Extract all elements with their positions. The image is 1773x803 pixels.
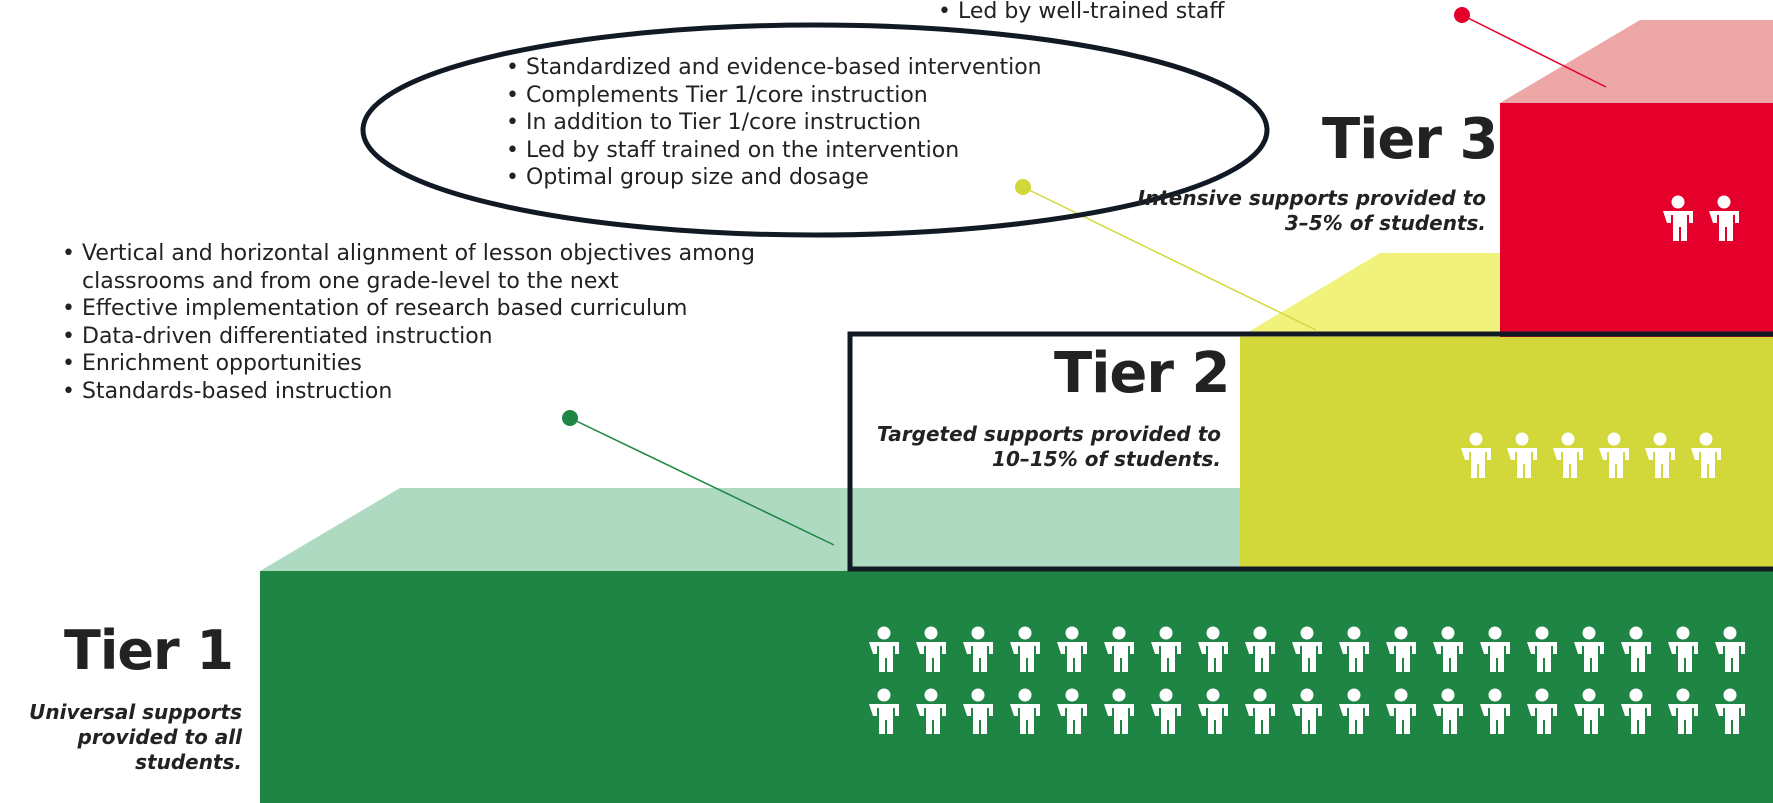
person-icon xyxy=(1245,626,1275,672)
tier3-marker-dot-icon xyxy=(1454,7,1470,23)
tier2-label-backing xyxy=(850,335,1240,487)
tier3-bullet-item: Led by well-trained staff xyxy=(936,0,1224,26)
tier1-description-line: Universal supports xyxy=(29,700,242,724)
person-icon xyxy=(963,688,993,734)
tier1-bullet-list: Vertical and horizontal alignment of les… xyxy=(60,240,755,405)
person-icon xyxy=(1010,688,1040,734)
tier2-description-line: 10–15% of students. xyxy=(992,447,1221,471)
person-icon xyxy=(1104,688,1134,734)
tier1-bullet-item: Vertical and horizontal alignment of les… xyxy=(60,240,755,268)
person-icon xyxy=(1433,688,1463,734)
tier3-description-line: 3–5% of students. xyxy=(1284,211,1486,235)
person-icon xyxy=(1645,432,1675,478)
person-icon xyxy=(869,688,899,734)
person-icon xyxy=(1553,432,1583,478)
tier2-connector-line xyxy=(1022,186,1317,331)
person-icon xyxy=(1621,688,1651,734)
person-icon xyxy=(1386,626,1416,672)
person-icon xyxy=(1668,688,1698,734)
person-icon xyxy=(916,626,946,672)
tier1-title: Tier 1 xyxy=(64,619,234,682)
tier1-step-front xyxy=(260,571,1773,803)
tier2-bullet-list: Standardized and evidence-based interven… xyxy=(504,54,1042,192)
person-icon xyxy=(1663,195,1693,241)
person-icon xyxy=(1507,432,1537,478)
tier1-connector-line xyxy=(569,417,835,546)
tier1-bullet-item: Data-driven differentiated instruction xyxy=(60,323,755,351)
person-icon xyxy=(1574,688,1604,734)
tier1-bullet-item: Enrichment opportunities xyxy=(60,350,755,378)
person-icon xyxy=(1668,626,1698,672)
tier2-description-line: Targeted supports provided to xyxy=(877,422,1221,446)
person-icon xyxy=(1245,688,1275,734)
person-icon xyxy=(1339,688,1369,734)
person-icon xyxy=(1621,626,1651,672)
tier2-bullet-item: Led by staff trained on the intervention xyxy=(504,137,1042,165)
person-icon xyxy=(1010,626,1040,672)
person-icon xyxy=(1461,432,1491,478)
tier2-bullet-item: Optimal group size and dosage xyxy=(504,164,1042,192)
tier3-connector-line xyxy=(1461,14,1607,88)
person-icon xyxy=(1433,626,1463,672)
tier1-bullet-item: Effective implementation of research bas… xyxy=(60,295,755,323)
person-icon xyxy=(1599,432,1629,478)
person-icon xyxy=(1151,688,1181,734)
person-icon xyxy=(1151,626,1181,672)
person-icon xyxy=(1386,688,1416,734)
person-icon xyxy=(1104,626,1134,672)
person-icon xyxy=(1057,688,1087,734)
tier3-step-top xyxy=(1500,20,1773,103)
person-icon xyxy=(1715,688,1745,734)
tier3-title: Tier 3 xyxy=(1322,107,1498,172)
person-icon xyxy=(1527,688,1557,734)
tier1-description-line: students. xyxy=(135,750,242,774)
person-icon xyxy=(1198,688,1228,734)
tier2-highlight-box xyxy=(847,331,1773,572)
person-icon xyxy=(1715,626,1745,672)
tier1-bullet-item: classrooms and from one grade-level to t… xyxy=(82,268,619,294)
person-icon xyxy=(1480,688,1510,734)
person-icon xyxy=(1574,626,1604,672)
tier3-description-line: Intensive supports provided to xyxy=(1137,186,1486,210)
person-icon xyxy=(1339,626,1369,672)
tier2-title: Tier 2 xyxy=(1054,341,1230,406)
tier2-description: Targeted supports provided to 10–15% of … xyxy=(877,422,1221,472)
person-icon xyxy=(1480,626,1510,672)
tier2-step-front xyxy=(1240,337,1773,571)
tier1-marker-dot-icon xyxy=(562,410,578,426)
person-icon xyxy=(1691,432,1721,478)
tier1-people-group xyxy=(869,626,1745,734)
person-icon xyxy=(1198,626,1228,672)
person-icon xyxy=(1057,626,1087,672)
person-icon xyxy=(963,626,993,672)
tier1-description-line: provided to all xyxy=(77,725,242,749)
tier2-bullet-item: Complements Tier 1/core instruction xyxy=(504,82,1042,110)
tier3-people-group xyxy=(1663,195,1739,241)
person-icon xyxy=(1292,626,1322,672)
tier3-bullet-list: Led by well-trained staff xyxy=(936,0,1224,26)
person-icon xyxy=(916,688,946,734)
tier2-bullet-item: Standardized and evidence-based interven… xyxy=(504,54,1042,82)
person-icon xyxy=(1292,688,1322,734)
tier2-bullet-item: In addition to Tier 1/core instruction xyxy=(504,109,1042,137)
tier1-description: Universal supports provided to all stude… xyxy=(29,700,242,775)
tier2-bullets-ellipse xyxy=(360,22,1270,238)
person-icon xyxy=(1527,626,1557,672)
tier1-bullet-item: Standards-based instruction xyxy=(60,378,755,406)
tier2-people-group xyxy=(1461,432,1721,478)
person-icon xyxy=(1709,195,1739,241)
person-icon xyxy=(869,626,899,672)
tier3-description: Intensive supports provided to 3–5% of s… xyxy=(1138,186,1486,236)
